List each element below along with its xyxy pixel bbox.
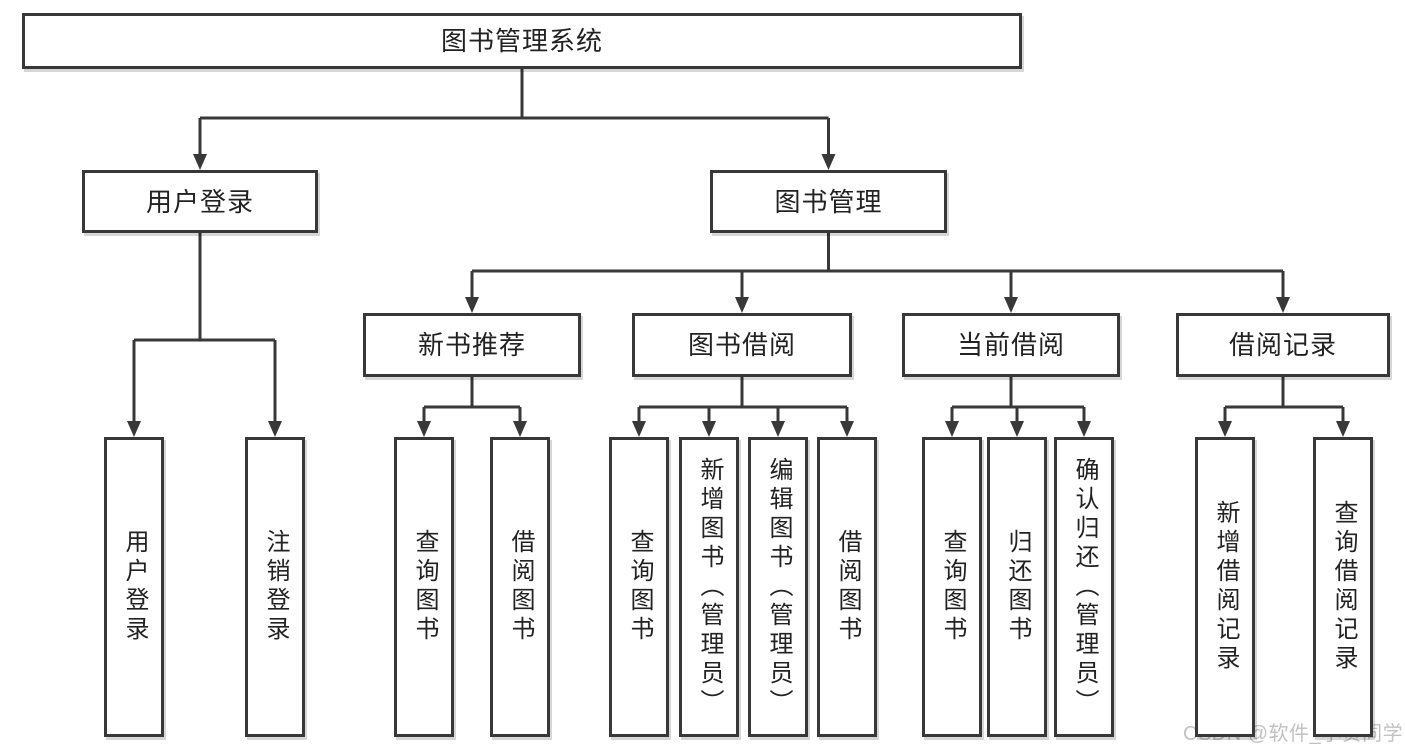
node-label-system: 图书管理系统 bbox=[440, 26, 603, 56]
node-label-bb-add-book: 新增图书（管理员） bbox=[696, 456, 723, 718]
arrowhead-icon bbox=[840, 421, 854, 437]
node-label-br-query-record: 查询借阅记录 bbox=[1330, 500, 1357, 674]
node-label-logout: 注销登录 bbox=[262, 529, 289, 645]
node-cb-return-book: 归还图书 bbox=[987, 437, 1047, 737]
arrowhead-icon bbox=[268, 421, 282, 437]
arrowhead-icon bbox=[1218, 421, 1232, 437]
node-nb-borrow-book: 借阅图书 bbox=[490, 437, 550, 737]
node-label-nb-borrow-book: 借阅图书 bbox=[507, 529, 534, 645]
node-bb-borrow-book: 借阅图书 bbox=[817, 437, 877, 737]
node-new-book-recommend: 新书推荐 bbox=[363, 313, 581, 377]
node-label-br-add-record: 新增借阅记录 bbox=[1212, 500, 1239, 674]
node-label-cb-return-book: 归还图书 bbox=[1004, 529, 1031, 645]
node-book-borrow: 图书借阅 bbox=[632, 313, 852, 377]
node-bb-add-book: 新增图书（管理员） bbox=[679, 437, 739, 737]
node-user-login: 用户登录 bbox=[82, 170, 318, 233]
node-label-new-book-recommend: 新书推荐 bbox=[417, 330, 526, 360]
node-label-book-management: 图书管理 bbox=[774, 186, 883, 217]
node-label-current-borrow: 当前借阅 bbox=[956, 330, 1065, 360]
node-book-management: 图书管理 bbox=[710, 170, 947, 233]
arrowhead-icon bbox=[632, 421, 646, 437]
node-bb-edit-book: 编辑图书（管理员） bbox=[748, 437, 808, 737]
node-label-user-login: 用户登录 bbox=[145, 186, 254, 217]
arrowhead-icon bbox=[771, 421, 785, 437]
arrowhead-icon bbox=[193, 154, 207, 170]
node-label-book-borrow: 图书借阅 bbox=[687, 330, 796, 360]
node-label-cb-query-book: 查询图书 bbox=[939, 529, 966, 645]
node-br-query-record: 查询借阅记录 bbox=[1313, 437, 1373, 737]
node-label-borrow-records: 借阅记录 bbox=[1228, 330, 1337, 360]
arrowhead-icon bbox=[1276, 297, 1290, 313]
node-label-cb-confirm-return: 确认归还（管理员） bbox=[1071, 456, 1098, 718]
arrowhead-icon bbox=[945, 421, 959, 437]
node-current-borrow: 当前借阅 bbox=[902, 313, 1120, 377]
node-label-nb-query-book: 查询图书 bbox=[411, 529, 438, 645]
node-user-login-leaf: 用户登录 bbox=[104, 437, 164, 737]
arrowhead-icon bbox=[821, 154, 836, 170]
node-bb-query-book: 查询图书 bbox=[609, 437, 669, 737]
node-system: 图书管理系统 bbox=[22, 13, 1022, 69]
node-cb-query-book: 查询图书 bbox=[922, 437, 982, 737]
node-br-add-record: 新增借阅记录 bbox=[1195, 437, 1255, 737]
node-logout: 注销登录 bbox=[245, 437, 305, 737]
arrowhead-icon bbox=[465, 297, 479, 313]
node-label-bb-query-book: 查询图书 bbox=[626, 529, 653, 645]
arrowhead-icon bbox=[1004, 297, 1018, 313]
arrowhead-icon bbox=[702, 421, 716, 437]
arrowhead-icon bbox=[1077, 421, 1091, 437]
node-label-bb-borrow-book: 借阅图书 bbox=[834, 529, 861, 645]
arrowhead-icon bbox=[1336, 421, 1350, 437]
arrowhead-icon bbox=[417, 421, 431, 437]
node-label-user-login-leaf: 用户登录 bbox=[121, 529, 148, 645]
node-nb-query-book: 查询图书 bbox=[394, 437, 454, 737]
arrowhead-icon bbox=[513, 421, 527, 437]
arrowhead-icon bbox=[127, 421, 141, 437]
node-label-bb-edit-book: 编辑图书（管理员） bbox=[765, 456, 792, 718]
arrowhead-icon bbox=[1010, 421, 1024, 437]
arrowhead-icon bbox=[735, 297, 749, 313]
node-cb-confirm-return: 确认归还（管理员） bbox=[1054, 437, 1114, 737]
node-borrow-records: 借阅记录 bbox=[1176, 313, 1390, 377]
